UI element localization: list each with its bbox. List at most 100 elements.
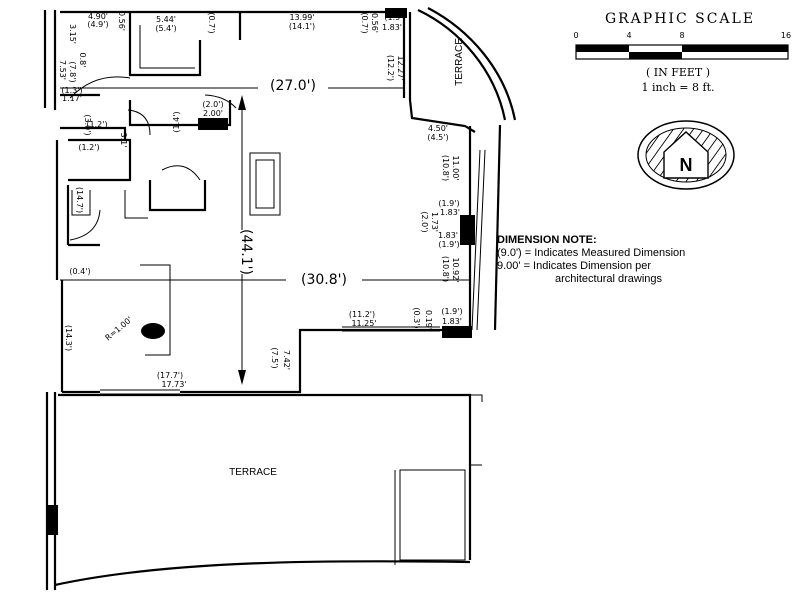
dim-19c: (1.9') bbox=[438, 240, 459, 249]
dim-54: (5.4') bbox=[155, 24, 176, 33]
partition-bath bbox=[68, 138, 132, 182]
dim-315: 3.15' bbox=[68, 24, 77, 44]
door-swing-1 bbox=[69, 76, 131, 99]
scale-ratio: 1 inch = 8 ft. bbox=[641, 81, 714, 94]
dimension-note: DIMENSION NOTE: (9.0') = Indicates Measu… bbox=[497, 234, 789, 286]
graphic-scale: GRAPHIC SCALE 0 4 8 16 ( IN FEET ) 1 inc… bbox=[573, 11, 791, 94]
terrace-step bbox=[470, 394, 483, 466]
dim-07b: (0.7') bbox=[207, 12, 216, 33]
scale-tick-16: 16 bbox=[781, 31, 791, 40]
scale-title: GRAPHIC SCALE bbox=[605, 11, 755, 27]
dimension-note-line-1: (9.0') = Indicates Measured Dimension bbox=[497, 247, 686, 259]
dim-30: (3.0') bbox=[83, 114, 92, 135]
dimensions: (27.0') (30.8') (44.1') 13.99' (14.1') 5… bbox=[58, 11, 463, 389]
dim-1773: 17.73' bbox=[161, 380, 186, 389]
terrace-left-wall bbox=[45, 392, 57, 590]
dim-27: (27.0') bbox=[270, 78, 316, 94]
dim-108b: (10.8') bbox=[441, 256, 450, 282]
dim-1125: 11.25' bbox=[351, 319, 376, 328]
dim-1122: (11.2') bbox=[349, 310, 375, 319]
dim-19b: (1.9') bbox=[438, 199, 459, 208]
column-hall bbox=[198, 118, 228, 130]
dim-bg-308 bbox=[286, 268, 362, 288]
terrace-planter bbox=[394, 469, 466, 565]
scale-tick-8: 8 bbox=[679, 31, 684, 40]
door-swing-2 bbox=[69, 209, 101, 241]
dim-03: (0.3') bbox=[412, 307, 421, 328]
dim-45: (4.5') bbox=[427, 133, 448, 142]
dim-78: (7.8') bbox=[68, 61, 77, 82]
scale-segment-3 bbox=[682, 45, 788, 52]
dim-308: (30.8') bbox=[301, 272, 347, 288]
column-lower-right bbox=[442, 326, 472, 338]
dim-441: (44.1') bbox=[238, 229, 254, 275]
dim-07a: (0.7') bbox=[360, 12, 369, 33]
dim-1399: 13.99' bbox=[289, 13, 314, 22]
column-top bbox=[385, 8, 407, 18]
dim-1092: 10.92' bbox=[451, 257, 460, 282]
column-right bbox=[460, 215, 475, 245]
dim-bg-441 bbox=[234, 230, 250, 274]
dim-1227: 12.27' bbox=[396, 55, 405, 80]
wall-lower-step bbox=[180, 328, 470, 394]
dimension-note-line-3: architectural drawings bbox=[555, 273, 662, 285]
dim-200: 2.00' bbox=[203, 109, 223, 118]
scale-segment-1 bbox=[576, 45, 629, 52]
dim-173: 1.73' bbox=[430, 212, 439, 232]
north-letter: N bbox=[680, 155, 693, 175]
dim-490: 4.90' bbox=[88, 12, 108, 21]
window-lower-right bbox=[342, 326, 440, 332]
dim-20: (2.0') bbox=[202, 100, 223, 109]
closet-shelf bbox=[71, 190, 91, 216]
scale-tick-0: 0 bbox=[573, 31, 578, 40]
dim-19d: (1.9') bbox=[441, 307, 462, 316]
dimension-note-title: DIMENSION NOTE: bbox=[497, 234, 597, 246]
wall-top-right bbox=[408, 12, 476, 133]
dim-056a: 0.56' bbox=[370, 13, 379, 33]
partition-upper-left bbox=[60, 93, 127, 140]
dim-1100: 11.00' bbox=[451, 155, 460, 180]
dim-183b: 1.83' bbox=[440, 208, 460, 217]
dim-183d: 1.83' bbox=[442, 317, 462, 326]
dim-49: (4.9') bbox=[87, 20, 108, 29]
column-terrace bbox=[48, 505, 58, 535]
dim-141: (14.1') bbox=[289, 22, 315, 31]
dim-31: 3.1' bbox=[119, 133, 128, 148]
north-arrow-pointer bbox=[663, 131, 709, 179]
dim-183a: 1.83' bbox=[382, 23, 402, 32]
closet-inner bbox=[139, 25, 195, 69]
radius-column bbox=[141, 323, 165, 339]
dim-753: 7.53' bbox=[58, 60, 67, 80]
terrace-bottom-curve bbox=[54, 560, 471, 587]
dim-13: (1.3') bbox=[61, 86, 82, 95]
dim-143: (14.3') bbox=[64, 325, 73, 351]
walls bbox=[43, 7, 517, 590]
closet-shelf-2 bbox=[124, 190, 148, 219]
dim-75: (7.5') bbox=[270, 347, 279, 368]
dim-019: 0.19' bbox=[424, 310, 433, 330]
dim-183c: 1.83' bbox=[438, 231, 458, 240]
dim-bg-27 bbox=[258, 75, 328, 95]
counter bbox=[140, 264, 171, 356]
dim-117: 1.17' bbox=[62, 94, 82, 103]
north-arrow-outer-ring bbox=[637, 120, 735, 190]
door-swing-5 bbox=[204, 94, 237, 109]
terrace-top-rail bbox=[493, 124, 502, 331]
scale-segment-2 bbox=[629, 52, 682, 59]
dim-056b: 0.56' bbox=[117, 11, 126, 31]
window-right bbox=[471, 149, 486, 331]
dim-177: (17.7') bbox=[157, 371, 183, 380]
dim-08: 0.8' bbox=[78, 53, 87, 68]
dim-20b: (2.0') bbox=[420, 211, 429, 232]
partition-bedroom bbox=[66, 185, 100, 247]
partition-hall bbox=[128, 100, 232, 127]
terrace-top-curve bbox=[417, 7, 517, 121]
dim-04: (0.4') bbox=[69, 267, 90, 276]
dim-742: 7.42' bbox=[282, 350, 291, 370]
dim-108a: (10.8') bbox=[441, 155, 450, 181]
radius-label: R=1.00' bbox=[104, 315, 135, 343]
terrace-main-label: TERRACE bbox=[229, 467, 277, 478]
dim-122: (12.2') bbox=[386, 55, 395, 81]
terrace-side-label: TERRACE bbox=[454, 38, 465, 86]
